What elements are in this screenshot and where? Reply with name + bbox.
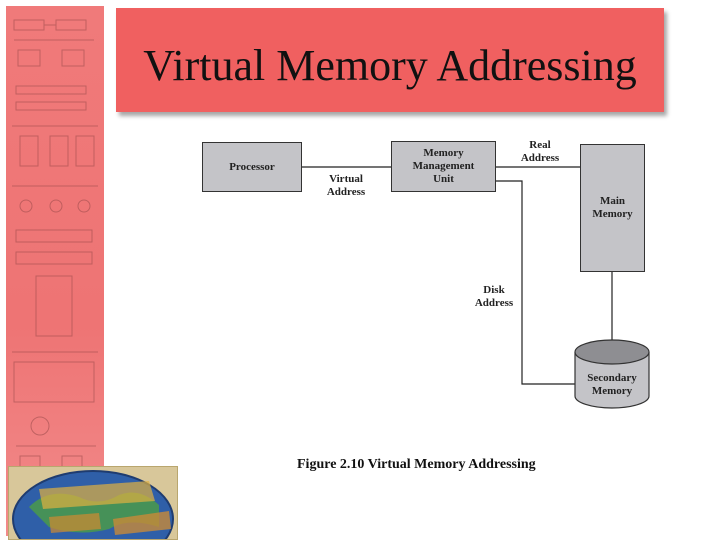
mmu-label-line2: Management [412,160,475,172]
virtual-address-label: Virtual Address [314,173,378,199]
sidebar-decoration [6,6,104,536]
secondary-memory-label-line2: Memory [591,385,633,397]
processor-box: Processor [202,142,302,192]
disk-address-label-line2: Address [474,297,514,309]
main-memory-label-line1: Main [599,195,626,207]
sidebar-schematic-graphic [12,19,98,471]
title-bar: Virtual Memory Addressing [116,8,664,112]
virtual-address-label-line1: Virtual [329,173,363,185]
mmu-box: Memory Management Unit [391,141,496,192]
virtual-address-label-line2: Address [326,186,366,198]
figure-caption: Figure 2.10 Virtual Memory Addressing [297,457,536,472]
disk-address-label-line1: Disk [483,284,505,296]
globe-logo-graphic [12,470,174,539]
disk-address-label: Disk Address [464,284,524,310]
mmu-label-line3: Unit [433,173,454,185]
cluster-logo [8,466,178,540]
real-address-label-line1: Real [529,139,551,151]
slide-title: Virtual Memory Addressing [143,41,637,90]
real-address-label-line2: Address [520,152,560,164]
processor-label: Processor [229,160,275,173]
main-memory-box: Main Memory [580,144,645,272]
real-address-label: Real Address [508,139,572,165]
secondary-memory-label-line1: Secondary [587,372,637,384]
mmu-label-line1: Memory [423,147,464,159]
main-memory-label-line2: Memory [592,208,633,220]
secondary-memory-label: Secondary Memory [576,372,648,398]
